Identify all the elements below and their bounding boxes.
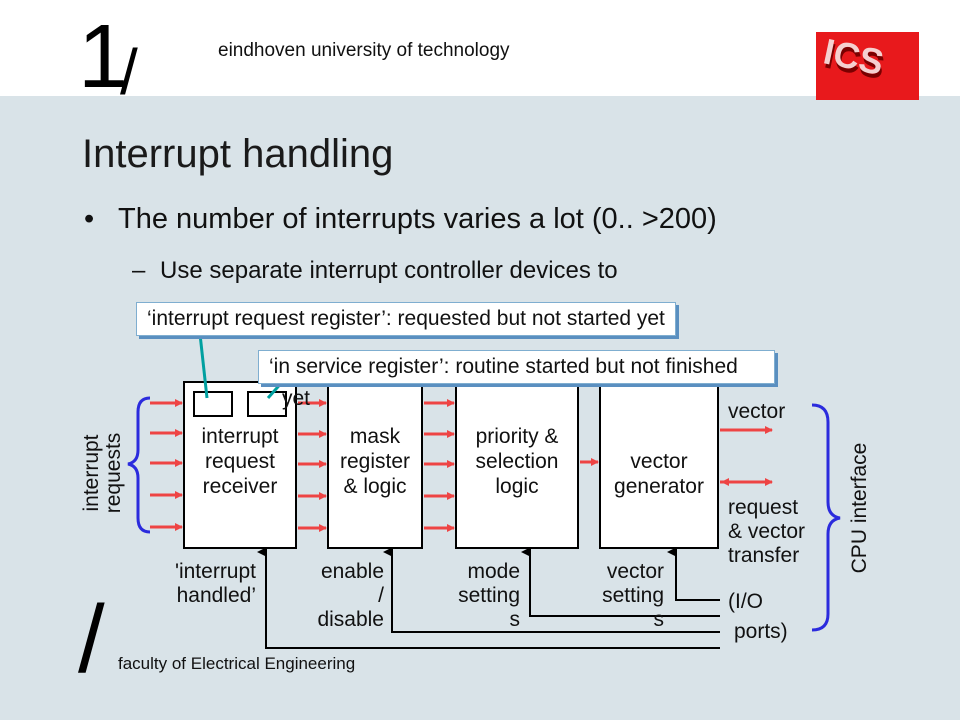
- callout-isr-text: ‘in service register’: routine started b…: [269, 355, 738, 378]
- block-label: receiver: [203, 475, 278, 498]
- bottom-label: enable: [321, 560, 384, 583]
- bottom-label: setting: [602, 584, 664, 607]
- left-brace: [127, 396, 151, 534]
- block-label: mask: [350, 425, 401, 448]
- block-label: selection: [476, 450, 559, 473]
- io-ports-label: ports): [734, 620, 788, 643]
- header-band: [0, 0, 960, 96]
- sub-bullet-text: Use separate interrupt controller device…: [160, 257, 618, 284]
- feedback-lines: [257, 547, 720, 649]
- interrupt-requests-label-1: interrupt: [80, 434, 103, 511]
- bottom-label: vector: [607, 560, 664, 583]
- callout-irr-text: ‘interrupt request register’: requested …: [147, 307, 665, 330]
- bottom-label: s: [510, 608, 521, 631]
- footer-slash: /: [78, 586, 105, 693]
- block-label: interrupt: [201, 425, 278, 448]
- cpu-interface-label: CPU interface: [848, 443, 871, 574]
- block-label: logic: [495, 475, 538, 498]
- block-labels: interrupt request receiver mask register…: [201, 425, 703, 498]
- partial-yet-text: yet: [282, 387, 310, 410]
- ics-logo: ICS ICS: [816, 32, 919, 100]
- block-priority-selection: [455, 381, 579, 549]
- bullet-item: • The number of interrupts varies a lot …: [84, 203, 717, 236]
- right-brace: [811, 403, 841, 632]
- bottom-label: 'interrupt: [175, 560, 256, 583]
- block-label: register: [340, 450, 410, 473]
- irr-register-box: [193, 391, 233, 417]
- request-label: & vector: [728, 520, 805, 543]
- block-vector-generator: [599, 381, 719, 549]
- sub-bullet-dash: –: [132, 257, 146, 284]
- mask-priority-arrows: [424, 399, 455, 532]
- bottom-label: disable: [317, 608, 384, 631]
- input-arrows: [150, 399, 183, 531]
- io-ports-label: (I/O: [728, 590, 763, 613]
- block-label: & logic: [343, 475, 406, 498]
- bottom-label: setting: [458, 584, 520, 607]
- isr-register-box: [247, 391, 287, 417]
- block-label: request: [205, 450, 275, 473]
- bullet-text: The number of interrupts varies a lot (0…: [118, 203, 717, 235]
- callout-irr: ‘interrupt request register’: requested …: [136, 302, 676, 336]
- slide-title: Interrupt handling: [82, 132, 394, 176]
- block-label: vector: [630, 450, 687, 473]
- bullet-dot: •: [84, 203, 95, 235]
- callout-isr: ‘in service register’: routine started b…: [258, 350, 775, 384]
- tue-logo-slash: /: [120, 36, 138, 108]
- bottom-label: handled’: [177, 584, 256, 607]
- sub-bullet-item: – Use separate interrupt controller devi…: [132, 257, 618, 285]
- request-label: request: [728, 496, 798, 519]
- block-mask-register: [327, 381, 423, 549]
- request-label: transfer: [728, 544, 799, 567]
- bottom-label: s: [654, 608, 665, 631]
- vector-label: vector: [728, 400, 785, 423]
- university-name: eindhoven university of technology: [218, 40, 510, 61]
- block-label: generator: [614, 475, 704, 498]
- callout-connector-irr: [198, 333, 209, 399]
- interrupt-requests-label-2: requests: [102, 433, 125, 514]
- tue-logo-one: 1: [78, 7, 129, 107]
- bottom-label: mode: [467, 560, 520, 583]
- receiver-mask-arrows: [298, 399, 327, 532]
- faculty-name: faculty of Electrical Engineering: [118, 654, 356, 673]
- block-label: priority &: [476, 425, 559, 448]
- bottom-label: /: [378, 584, 384, 607]
